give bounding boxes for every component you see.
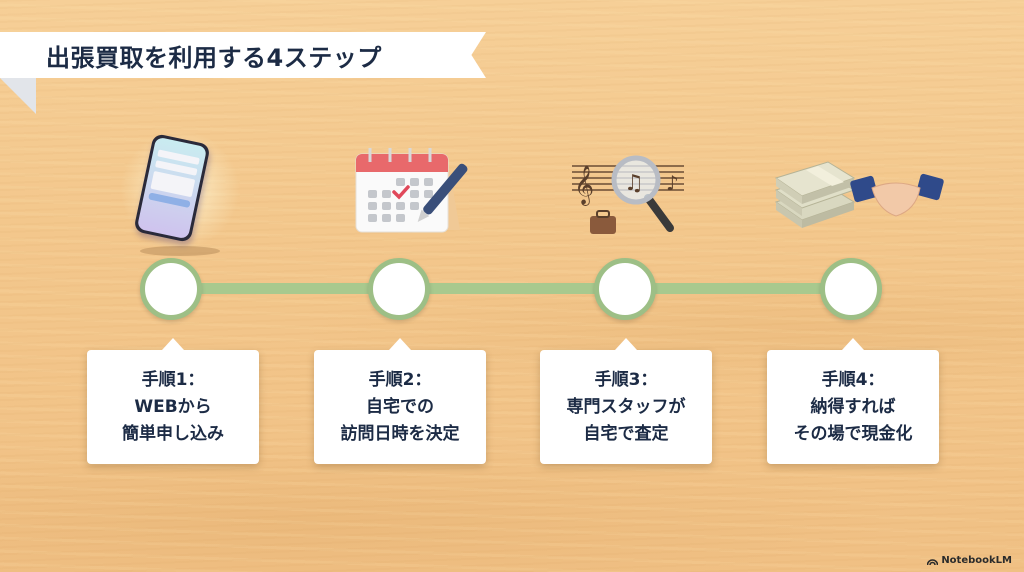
calendar-pen-icon	[355, 148, 468, 233]
step-3-line-2: 自宅で査定	[583, 423, 669, 444]
magnifier-music-briefcase-icon: 𝄞 ♪ ♫	[572, 155, 684, 234]
step-1-line-2: 簡単申し込み	[122, 423, 224, 444]
step-3-heading: 手順3：	[594, 369, 658, 390]
step-1-heading: 手順1：	[141, 369, 205, 390]
step-3-node	[594, 258, 656, 320]
step-4-node	[820, 258, 882, 320]
step-1-card: 手順1： WEBから 簡単申し込み	[87, 350, 259, 464]
brand-label: NotebookLM	[941, 555, 1012, 566]
step-2-heading: 手順2：	[368, 369, 432, 390]
step-1-line-1: WEBから	[134, 396, 212, 417]
step-4-card: 手順4： 納得すれば その場で現金化	[767, 350, 939, 464]
svg-text:𝄞: 𝄞	[574, 165, 594, 206]
step-3-line-1: 専門スタッフが	[566, 396, 686, 417]
step-2-line-1: 自宅での	[366, 396, 434, 417]
step-4-heading: 手順4：	[821, 369, 885, 390]
notebooklm-logo-icon	[927, 559, 939, 565]
svg-text:♪: ♪	[666, 171, 679, 195]
money-handshake-icon	[774, 161, 944, 228]
ribbon-fold	[0, 78, 36, 114]
title-ribbon: 出張買取を利用する4ステップ	[0, 32, 486, 78]
svg-text:♫: ♫	[624, 171, 644, 196]
step-4-line-1: 納得すれば	[810, 396, 896, 417]
step-4-line-2: その場で現金化	[793, 423, 913, 444]
page-title: 出張買取を利用する4ステップ	[46, 43, 382, 72]
step-2-line-2: 訪問日時を決定	[340, 423, 460, 444]
step-2-card: 手順2： 自宅での 訪問日時を決定	[314, 350, 486, 464]
notebooklm-watermark: NotebookLM	[927, 555, 1012, 566]
timeline-line	[170, 283, 855, 294]
step-3-card: 手順3： 専門スタッフが 自宅で査定	[540, 350, 712, 464]
step-1-node	[140, 258, 202, 320]
step-2-node	[368, 258, 430, 320]
phone-shadow	[140, 246, 220, 256]
